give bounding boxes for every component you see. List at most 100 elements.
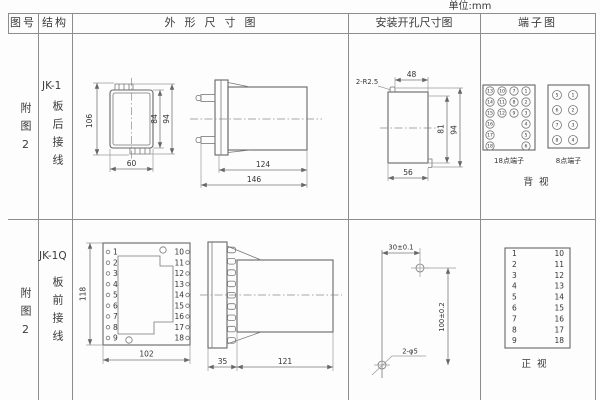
dim-84: 84 [150,114,159,124]
row2-fig-no: 附图2 [19,287,32,343]
header-structure: 结构 [42,16,68,29]
dim-100: 100±0.2 [438,302,446,331]
svg-text:5: 5 [525,133,528,139]
dim-60: 60 [127,159,137,168]
row2-wiring: 板前接线 [51,276,64,348]
jk1q-mounting-holes: 30±0.1 100±0.2 2-φ5 [371,244,456,378]
svg-text:9: 9 [512,336,517,345]
svg-text:17: 17 [487,133,493,139]
row1-fig-no: 附图2 [19,102,32,158]
svg-text:8: 8 [113,323,118,332]
jk1-front-view: 106 84 94 60 [85,78,175,172]
dim-102: 102 [139,350,154,359]
dim-94b: 94 [450,125,459,135]
svg-text:15: 15 [554,304,564,313]
svg-text:2: 2 [113,258,118,267]
svg-text:5: 5 [556,93,559,99]
svg-text:18: 18 [174,334,184,343]
svg-text:2: 2 [512,260,517,269]
svg-text:3: 3 [512,271,517,280]
row-separator [8,219,595,220]
svg-text:15: 15 [174,301,184,310]
col-divider-2 [72,13,73,400]
dim-2-phi5: 2-φ5 [402,348,418,356]
svg-text:4: 4 [525,122,528,128]
svg-text:12: 12 [499,111,505,117]
svg-text:13: 13 [487,89,493,95]
svg-text:10: 10 [174,248,184,257]
row1-wiring: 板后接线 [51,100,64,172]
svg-text:6: 6 [113,301,118,310]
side-view-screws [227,246,236,344]
header-mounting: 安装开孔尺寸图 [375,16,453,29]
unit-label: 单位:mm [448,1,492,12]
svg-text:2: 2 [572,108,575,114]
jk1-side-view: 124 146 [190,79,322,188]
svg-text:11: 11 [174,258,184,267]
svg-text:13: 13 [174,280,184,289]
table-left-border [8,13,9,33]
dim-121: 121 [278,357,293,366]
row2-model: JK-1Q [39,250,67,262]
svg-text:14: 14 [174,291,184,300]
dim-94: 94 [162,114,171,124]
dim-81: 81 [437,124,446,134]
svg-text:12: 12 [554,271,564,280]
svg-text:7: 7 [512,314,517,323]
dim-30: 30±0.1 [388,244,413,252]
col-divider-1 [38,13,39,400]
svg-text:10: 10 [554,249,564,258]
svg-text:4: 4 [572,138,575,144]
svg-text:2: 2 [525,100,528,106]
svg-text:1: 1 [572,93,575,99]
col-divider-3 [348,13,349,400]
svg-text:16: 16 [174,312,184,321]
dim-124: 124 [256,160,271,169]
svg-text:17: 17 [554,325,564,334]
svg-text:10: 10 [499,89,505,95]
jk1-mounting-cutout: 2-R2.5 48 81 94 56 [356,70,463,181]
svg-text:6: 6 [525,144,528,150]
jk1q-mounting-drawing: 30±0.1 100±0.2 2-φ5 [371,244,456,378]
svg-text:7: 7 [113,312,118,321]
dim-106: 106 [85,114,94,129]
svg-text:8: 8 [513,100,516,106]
jk1-outline-drawing: 106 84 94 60 124 146 [85,78,322,188]
rear-view-label: 背视 [523,176,554,188]
svg-text:11: 11 [554,260,564,269]
svg-text:4: 4 [512,282,517,291]
row1-model: JK-1 [42,80,62,92]
jk1-mounting-drawing: 2-R2.5 48 81 94 56 [356,70,463,181]
svg-text:5: 5 [512,293,517,302]
dim-146: 146 [247,175,262,184]
svg-text:1: 1 [512,249,517,258]
svg-text:7: 7 [556,123,559,129]
svg-text:5: 5 [113,291,118,300]
header-separator [8,33,595,34]
svg-text:16: 16 [487,122,493,128]
dim-35: 35 [218,357,228,366]
svg-text:7: 7 [513,89,516,95]
svg-text:14: 14 [554,293,564,302]
dim-118: 118 [79,287,88,302]
svg-text:4: 4 [113,280,118,289]
svg-text:3: 3 [525,111,528,117]
dim-2-r25: 2-R2.5 [356,78,378,86]
svg-text:8: 8 [556,138,559,144]
svg-text:6: 6 [512,304,517,313]
table-right-border [595,13,596,400]
svg-text:3: 3 [572,123,575,129]
svg-text:3: 3 [113,269,118,278]
table-top-border [8,13,595,14]
svg-text:11: 11 [499,100,505,106]
svg-text:15: 15 [487,111,493,117]
jk1q-side-view: 35 121 [200,241,342,371]
svg-text:9: 9 [113,334,118,343]
terminal-18pt-box [482,84,536,151]
